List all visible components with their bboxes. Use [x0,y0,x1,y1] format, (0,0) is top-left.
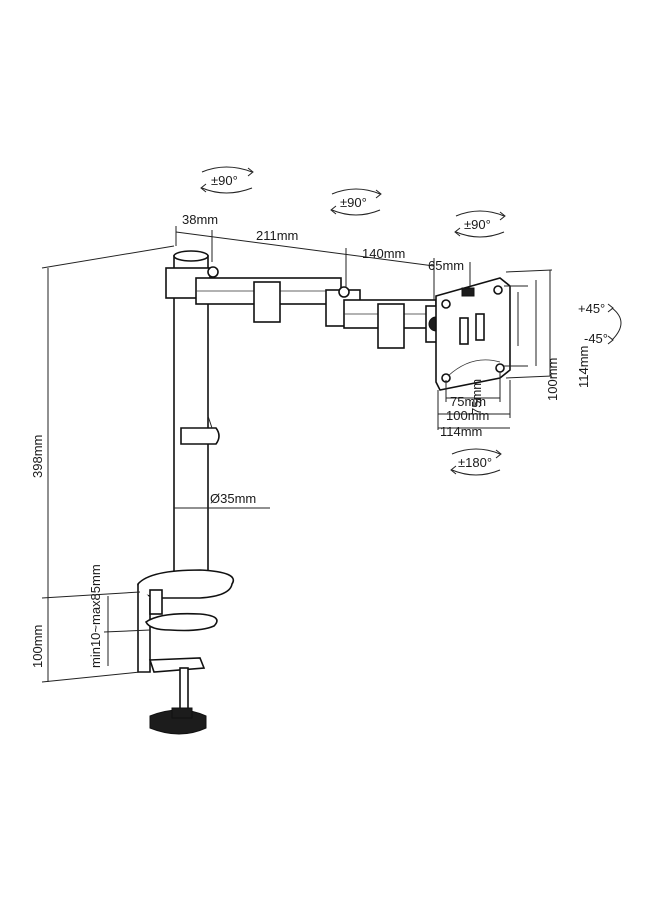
dim-vesa-h100: 100mm [545,358,560,401]
tilt-label-up: +45° [578,301,605,316]
dim-vesa-h114: 114mm [576,346,591,388]
dim-vesa-h75: 75mm [469,379,484,415]
rotation-label-3: ±90° [464,217,491,232]
vesa-plate [435,277,511,391]
dim-38: 38mm [182,212,218,227]
rotation-arrows [200,166,622,476]
dim-398: 398mm [30,435,45,478]
pole [173,250,220,579]
dim-211: 211mm [256,228,298,243]
dim-140: 140mm [362,246,405,261]
cable-clip [180,427,220,445]
rotate-arrow-icon [200,166,254,194]
dim-vesa-w100: 100mm [446,408,489,423]
rotation-labels: ±90° ±90° ±90° ±180° +45° -45° [211,173,608,470]
rotate-arrow-icon [330,188,382,216]
tilt-label-down: -45° [584,331,608,346]
dim-65: 65mm [428,258,464,273]
dim-clamp-range: min10~max85mm [88,564,103,668]
rotation-label-2: ±90° [340,195,367,210]
rotate-arrow-icon [454,210,506,238]
desk-clamp [137,569,235,735]
dim-vesa-w75: 75mm [450,394,486,409]
dim-vesa-w114: 114mm [440,424,482,439]
tilt-arrow-icon [607,303,622,345]
dimension-labels: 38mm 211mm 140mm 65mm 75mm 100mm 114mm 7… [30,212,591,668]
dim-pole: Ø35mm [210,491,256,506]
dimension-lines [41,226,553,683]
rotation-label-1: ±90° [211,173,238,188]
dim-100: 100mm [30,625,45,668]
rotate-arrow-icon [450,448,502,476]
rotation-label-180: ±180° [458,455,492,470]
